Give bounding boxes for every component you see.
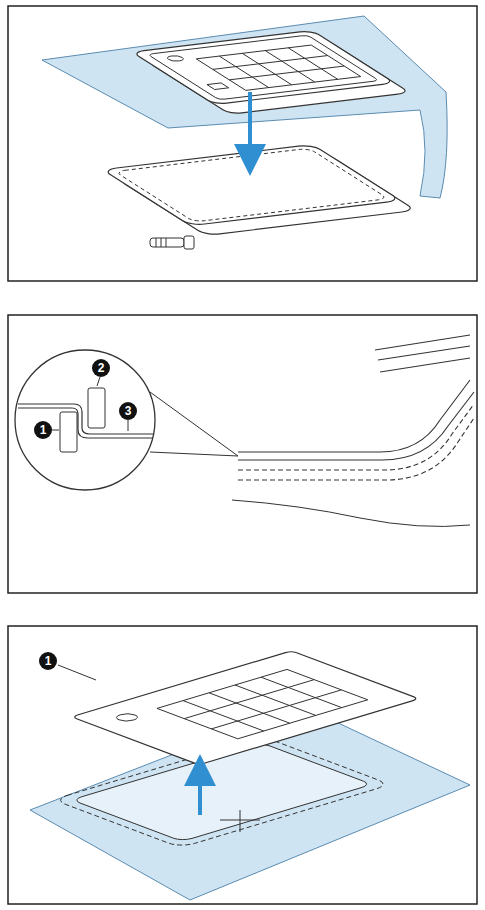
hoop-edge bbox=[238, 335, 474, 480]
down-arrow bbox=[248, 92, 252, 160]
callout-number: 3 bbox=[119, 402, 137, 420]
leader-line bbox=[58, 665, 96, 680]
up-arrow bbox=[198, 770, 202, 815]
leader-line bbox=[52, 430, 59, 431]
hoop-screw bbox=[150, 236, 194, 249]
callout-number: 1 bbox=[39, 652, 57, 670]
panel-frame bbox=[8, 315, 477, 593]
callout-number: 1 bbox=[34, 421, 52, 439]
leader-line bbox=[97, 377, 100, 386]
zoom-circle bbox=[15, 350, 155, 490]
fabric-edge bbox=[232, 500, 470, 526]
panel-frame bbox=[8, 6, 477, 281]
inner-frame bbox=[132, 30, 410, 114]
outer-ring-section bbox=[88, 388, 105, 428]
center-mark bbox=[220, 810, 260, 832]
embroidery-sheet bbox=[72, 651, 420, 765]
inner-ring-section bbox=[60, 412, 77, 452]
leader-line bbox=[128, 420, 129, 431]
panel-frame bbox=[8, 626, 477, 904]
zoom-leader bbox=[150, 392, 238, 456]
fabric-sheet bbox=[42, 16, 447, 198]
callout-number: 2 bbox=[92, 359, 110, 377]
outer-hoop bbox=[103, 145, 416, 236]
